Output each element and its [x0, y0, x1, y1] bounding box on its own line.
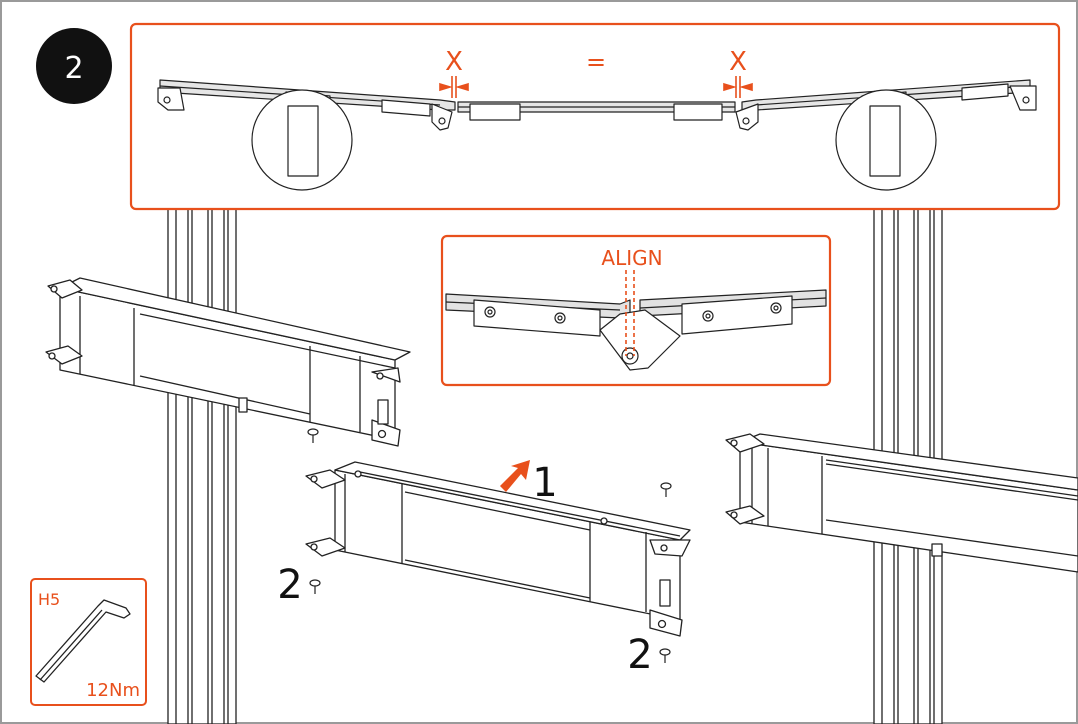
align-label: ALIGN: [601, 246, 662, 270]
screw-center-right: [659, 648, 671, 663]
tool-callout: H5 12Nm: [30, 578, 147, 706]
screw-left-beam: [307, 428, 319, 443]
step2-left-label: 2: [277, 562, 302, 608]
screw-center-right-top: [660, 482, 672, 497]
equals-label: =: [586, 48, 606, 76]
left-upright-post: [167, 207, 237, 724]
top-detail-panel: X = X: [129, 22, 1061, 211]
align-detail-panel: ALIGN: [440, 234, 832, 387]
tool-size-label: H5: [38, 590, 60, 609]
step2-right-label: 2: [627, 632, 652, 678]
insert-arrow: [500, 460, 530, 492]
step1-label: 1: [532, 460, 557, 506]
right-installed-beam: [725, 433, 1078, 573]
left-installed-beam: [45, 277, 411, 447]
gap-left-label: X: [445, 47, 463, 77]
screw-center-left: [309, 579, 321, 594]
step-number: 2: [64, 51, 83, 86]
hex-key-icon: [35, 599, 131, 683]
gap-right-label: X: [729, 47, 747, 77]
tool-torque-label: 12Nm: [86, 680, 140, 701]
center-beam: [305, 461, 691, 637]
step-badge: 2: [36, 28, 112, 104]
